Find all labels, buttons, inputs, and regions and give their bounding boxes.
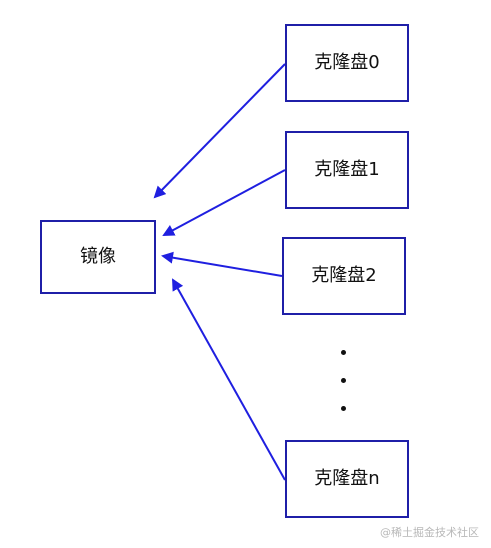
clone-disk-n-node: 克隆盘n bbox=[285, 440, 409, 518]
ellipsis-indicator bbox=[336, 350, 352, 420]
arrow-clone2-to-image bbox=[161, 251, 283, 277]
arrow-clonen-to-image bbox=[172, 278, 286, 481]
image-node-label: 镜像 bbox=[80, 246, 116, 267]
ellipsis-dot bbox=[341, 350, 346, 355]
clone-disk-n-label: 克隆盘n bbox=[314, 468, 380, 489]
clone-disk-2-node: 克隆盘2 bbox=[282, 237, 406, 315]
arrow-clone1-to-image bbox=[162, 169, 286, 236]
clone-disk-1-label: 克隆盘1 bbox=[314, 159, 380, 180]
ellipsis-dot bbox=[341, 406, 346, 411]
clone-disk-0-node: 克隆盘0 bbox=[285, 24, 409, 102]
arrow-clone0-to-image bbox=[153, 63, 286, 199]
clone-disk-1-node: 克隆盘1 bbox=[285, 131, 409, 209]
image-node: 镜像 bbox=[40, 220, 156, 294]
ellipsis-dot bbox=[341, 378, 346, 383]
clone-disk-2-label: 克隆盘2 bbox=[311, 265, 377, 286]
clone-disk-0-label: 克隆盘0 bbox=[314, 52, 380, 73]
watermark: @稀土掘金技术社区 bbox=[380, 526, 479, 539]
